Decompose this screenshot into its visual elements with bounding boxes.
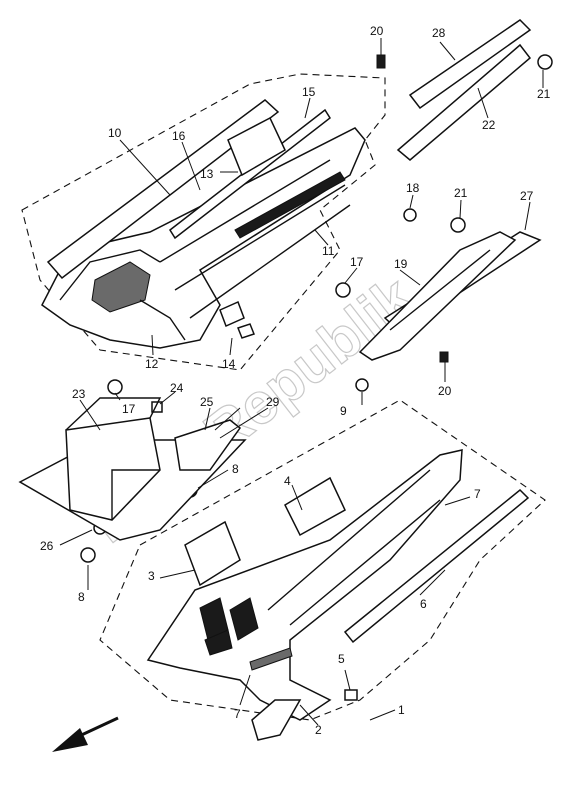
callout-2: 2 [315, 723, 322, 737]
callout-10: 10 [108, 126, 122, 140]
callout-29: 29 [266, 395, 280, 409]
callout-6: 6 [420, 597, 427, 611]
callout-7-left: 7 [234, 707, 241, 721]
callout-21-top: 21 [537, 87, 551, 101]
callout-9: 9 [340, 404, 347, 418]
lower-assembly-outline [99, 399, 546, 721]
callout-20-mid: 20 [438, 384, 452, 398]
callout-8-mid: 8 [232, 462, 239, 476]
callout-26: 26 [40, 539, 54, 553]
seat-panel [46, 99, 280, 280]
callout-19: 19 [394, 257, 408, 271]
callout-15: 15 [302, 85, 316, 99]
callout-11: 11 [322, 244, 335, 258]
callout-24: 24 [170, 381, 184, 395]
tail-tip-2 [251, 699, 302, 741]
panel-4 [284, 476, 346, 537]
callout-16: 16 [172, 129, 186, 143]
callout-28: 28 [432, 26, 446, 40]
clip-14 [219, 300, 245, 328]
callout-7-right: 7 [474, 487, 481, 501]
callout-17-lower: 17 [122, 402, 136, 416]
bracket-29 [174, 419, 242, 471]
callout-27: 27 [520, 189, 534, 203]
callout-17-upper: 17 [350, 255, 364, 269]
leader-lines [59, 38, 544, 726]
callout-5: 5 [338, 652, 345, 666]
callout-22: 22 [482, 118, 496, 132]
callout-8-low: 8 [78, 590, 85, 604]
callout-18: 18 [406, 181, 420, 195]
callout-4: 4 [284, 474, 291, 488]
callout-3: 3 [148, 569, 155, 583]
arrow-down-left-icon [52, 716, 119, 752]
rear-cowl-lower [146, 449, 463, 721]
pad-13 [227, 116, 286, 177]
side-cover-19 [358, 231, 517, 361]
callout-14: 14 [222, 357, 236, 371]
callout-labels: 20 28 21 22 10 16 15 13 11 18 21 27 19 1… [40, 24, 551, 737]
callout-25: 25 [200, 395, 214, 409]
fasteners [80, 54, 553, 701]
callout-12: 12 [145, 357, 159, 371]
rear-cowl-upper [41, 127, 366, 349]
side-cover-22 [396, 43, 532, 161]
callout-21-mid: 21 [454, 186, 468, 200]
upper-assembly-outline [21, 73, 386, 371]
panel-3 [184, 520, 241, 587]
callout-20-top: 20 [370, 24, 384, 38]
strip-6 [343, 488, 530, 644]
callout-1: 1 [398, 703, 405, 717]
callout-23: 23 [72, 387, 86, 401]
callout-13: 13 [200, 167, 214, 181]
